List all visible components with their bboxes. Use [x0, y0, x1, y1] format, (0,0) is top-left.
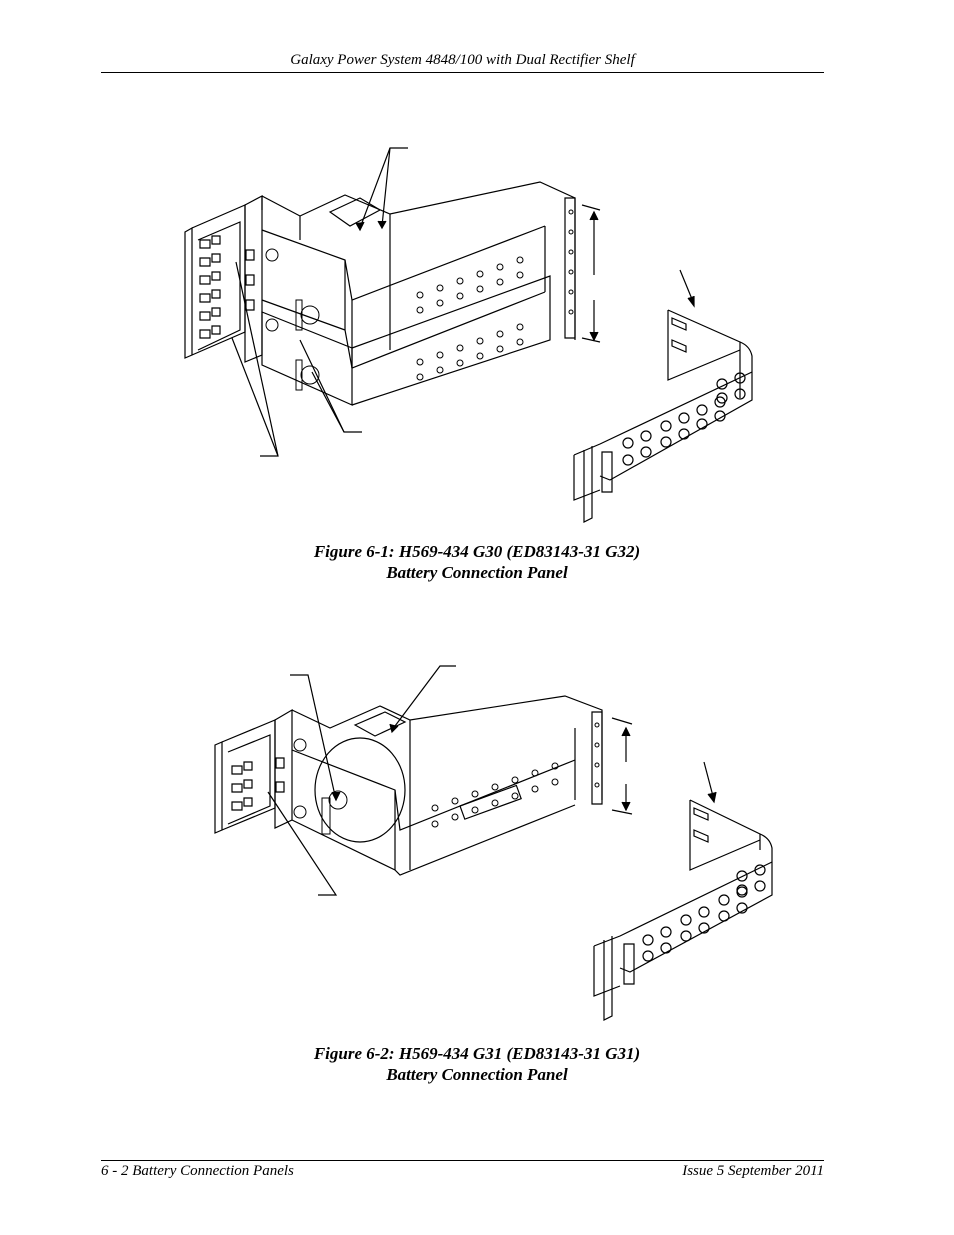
- figure-6-2-caption: Figure 6-2: H569-434 G31 (ED83143-31 G31…: [0, 1043, 954, 1085]
- dimension-line: [582, 205, 600, 342]
- header-rule: [101, 72, 824, 73]
- figure-6-2-caption-subtitle: Battery Connection Panel: [386, 1065, 568, 1084]
- upper-chassis: [262, 182, 575, 405]
- figure-6-1-drawing: [0, 140, 954, 540]
- side-plate: [275, 710, 292, 828]
- figure-6-2-caption-title: Figure 6-2: H569-434 G31 (ED83143-31 G31…: [313, 1044, 641, 1063]
- figure-6-1-caption-title: Figure 6-1: H569-434 G30 (ED83143-31 G32…: [313, 542, 641, 561]
- dimension-line: [612, 718, 632, 814]
- left-mounting-bracket: [215, 720, 284, 833]
- figure-6-2: [0, 660, 954, 1035]
- battery-connection-bracket: [574, 310, 752, 522]
- left-mounting-bracket: [185, 205, 254, 358]
- page-header: Galaxy Power System 4848/100 with Dual R…: [290, 52, 635, 68]
- figure-6-1-caption-subtitle: Battery Connection Panel: [386, 563, 568, 582]
- footer-section-label: 6 - 2 Battery Connection Panels: [101, 1163, 294, 1179]
- leader-lines: [232, 148, 694, 456]
- battery-connection-bracket: [594, 800, 772, 1020]
- leader-lines: [268, 666, 716, 895]
- figure-6-2-drawing: [0, 660, 954, 1035]
- figure-6-1: [0, 140, 954, 540]
- footer-rule: [101, 1160, 824, 1161]
- chassis-holes: [266, 210, 573, 390]
- figure-6-1-caption: Figure 6-1: H569-434 G30 (ED83143-31 G32…: [0, 541, 954, 583]
- footer-issue-date: Issue 5 September 2011: [682, 1163, 824, 1179]
- chassis-holes: [294, 723, 599, 834]
- chassis: [292, 696, 602, 875]
